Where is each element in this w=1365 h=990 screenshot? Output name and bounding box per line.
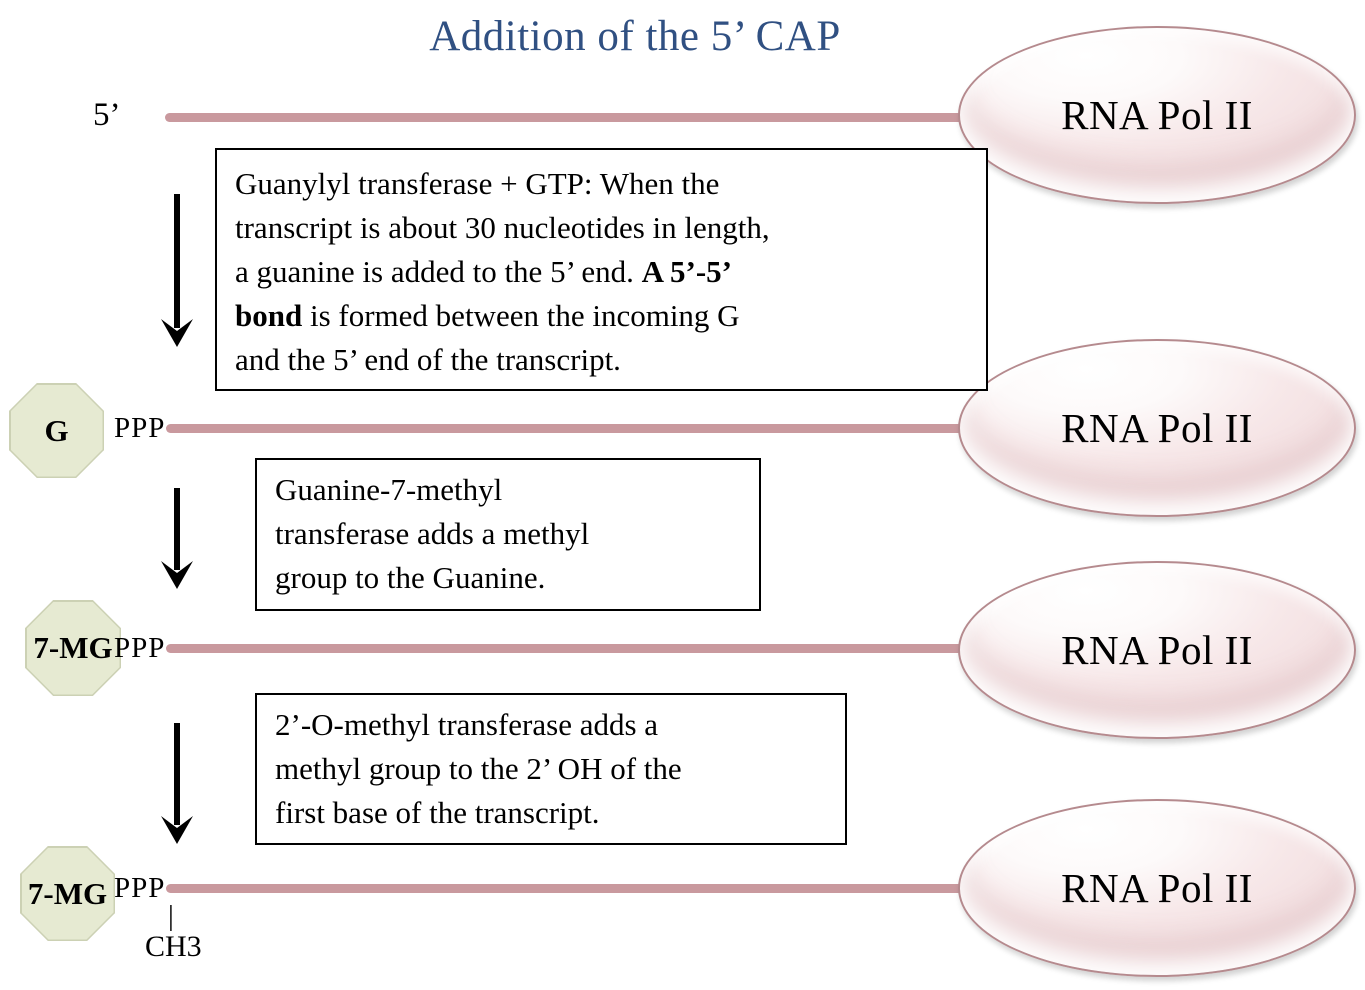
seven-mg-cap-octagon-1: 7-MG [25, 600, 121, 696]
guanylyl-transferase-note-box: Guanylyl transferase + GTP: When the tra… [215, 148, 988, 391]
rna-pol-ellipse-2: RNA Pol II [958, 339, 1356, 517]
ppp-label-row4: PPP [114, 872, 166, 904]
guanylyl-note-bold: A 5’-5’ bond [235, 254, 733, 334]
seven-mg-cap-octagon-1-fill [26, 601, 120, 695]
rna-strand-line-4 [166, 884, 991, 893]
rna-pol-label-4: RNA Pol II [1061, 865, 1253, 911]
rna-pol-label-2: RNA Pol II [1061, 405, 1253, 451]
rna-strand-line-3 [166, 644, 991, 653]
down-arrow-icon-2 [161, 488, 193, 589]
seven-mg-cap-octagon-2: 7-MG [20, 846, 115, 941]
methyl-group-label: CH3 [145, 930, 202, 963]
down-arrow-icon-1 [161, 194, 193, 347]
rna-strand-line-1 [165, 113, 991, 122]
seven-mg-cap-octagon-2-fill [21, 847, 114, 940]
guanylyl-note-end: is formed between the incoming G and the… [235, 298, 740, 378]
methyl-bond-bar: | [168, 900, 174, 932]
ppp-label-row3: PPP [114, 632, 166, 664]
five-prime-label: 5’ [93, 97, 121, 133]
guanine-cap-octagon: G [9, 383, 104, 478]
guanylyl-note-start: Guanylyl transferase + GTP: When the tra… [235, 166, 770, 290]
two-prime-o-methyl-note-box: 2’-O-methyl transferase adds a methyl gr… [255, 693, 847, 845]
seven-mg-cap-label-2: 7-MG [27, 875, 108, 911]
rna-pol-ellipse-4: RNA Pol II [958, 799, 1356, 977]
ppp-label-row2: PPP [114, 412, 166, 444]
rna-pol-ellipse-1: RNA Pol II [958, 26, 1356, 204]
guanine-cap-label: G [44, 412, 69, 448]
seven-mg-cap-label-1: 7-MG [33, 630, 113, 665]
rna-pol-label-3: RNA Pol II [1061, 627, 1253, 673]
rna-pol-label-1: RNA Pol II [1061, 92, 1253, 138]
down-arrow-icon-3 [161, 723, 193, 844]
rna-pol-ellipse-3: RNA Pol II [958, 561, 1356, 739]
guanine-7-methyl-note-box: Guanine-7-methyl transferase adds a meth… [255, 458, 761, 611]
guanine-cap-octagon-fill [10, 384, 103, 477]
rna-strand-line-2 [166, 424, 991, 433]
page-title: Addition of the 5’ CAP [429, 13, 841, 60]
